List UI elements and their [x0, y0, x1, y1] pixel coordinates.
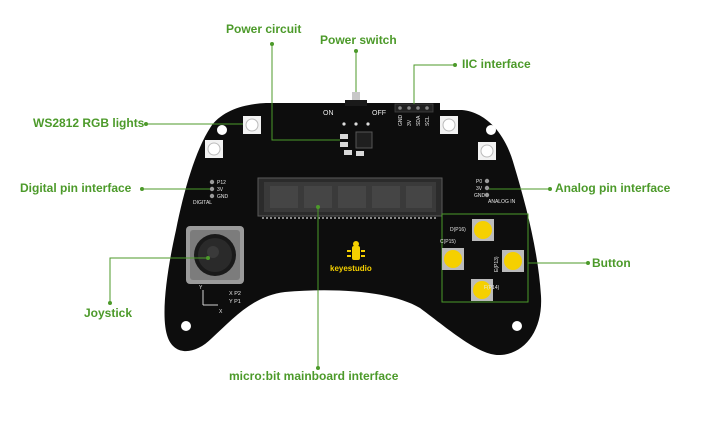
digital-pin-header [210, 180, 214, 198]
mounting-hole [181, 321, 191, 331]
button-e-label: E(P13) [494, 256, 500, 272]
label-button: Button [592, 256, 631, 270]
digital-pin-label: GND [217, 194, 229, 200]
button-e [502, 250, 524, 272]
button-d [472, 219, 494, 241]
switch-on-label: ON [323, 110, 334, 117]
analog-pin-label: 3V [476, 186, 483, 192]
iic-pin-label: SCL [425, 116, 431, 126]
ws2812-led [440, 116, 458, 134]
ws2812-led [205, 140, 223, 158]
ws2812-led [243, 116, 261, 134]
label-power-circuit: Power circuit [226, 22, 301, 36]
label-joystick: Joystick [84, 306, 132, 320]
joystick [186, 226, 244, 284]
button-f-label: F(P14) [484, 285, 500, 291]
iic-header [395, 104, 433, 112]
digital-pin-label: P12 [217, 180, 226, 186]
mounting-hole [217, 125, 227, 135]
mounting-hole [486, 125, 496, 135]
ws2812-led [478, 142, 496, 160]
button-c [442, 248, 464, 270]
label-digital-pin: Digital pin interface [20, 181, 131, 195]
iic-pin-label: 3V [407, 119, 413, 126]
label-power-switch: Power switch [320, 33, 397, 47]
iic-pin-label: SDA [416, 115, 422, 126]
label-analog-pin: Analog pin interface [555, 181, 670, 195]
microbit-connector [258, 178, 442, 218]
label-ws2812: WS2812 RGB lights [33, 116, 144, 130]
label-microbit: micro:bit mainboard interface [229, 369, 398, 383]
button-d-label: D(P16) [450, 227, 466, 233]
digital-title: DIGITAL [193, 200, 212, 206]
digital-pin-label: 3V [217, 187, 224, 193]
button-c-label: C(P15) [440, 239, 456, 245]
joystick-x-label: X P2 [229, 291, 241, 297]
analog-pin-label: P0 [476, 179, 482, 185]
analog-pin-header [485, 179, 489, 197]
switch-off-label: OFF [372, 110, 386, 117]
callout-iic [414, 65, 455, 104]
analog-title: ANALOG IN [488, 199, 516, 205]
label-iic-interface: IIC interface [462, 57, 531, 71]
analog-pin-label: GND [474, 193, 486, 199]
iic-pin-label: GND [398, 115, 404, 127]
brand-text: keyestudio [330, 264, 372, 273]
mounting-hole [512, 321, 522, 331]
joystick-y-label: Y P1 [229, 299, 241, 305]
